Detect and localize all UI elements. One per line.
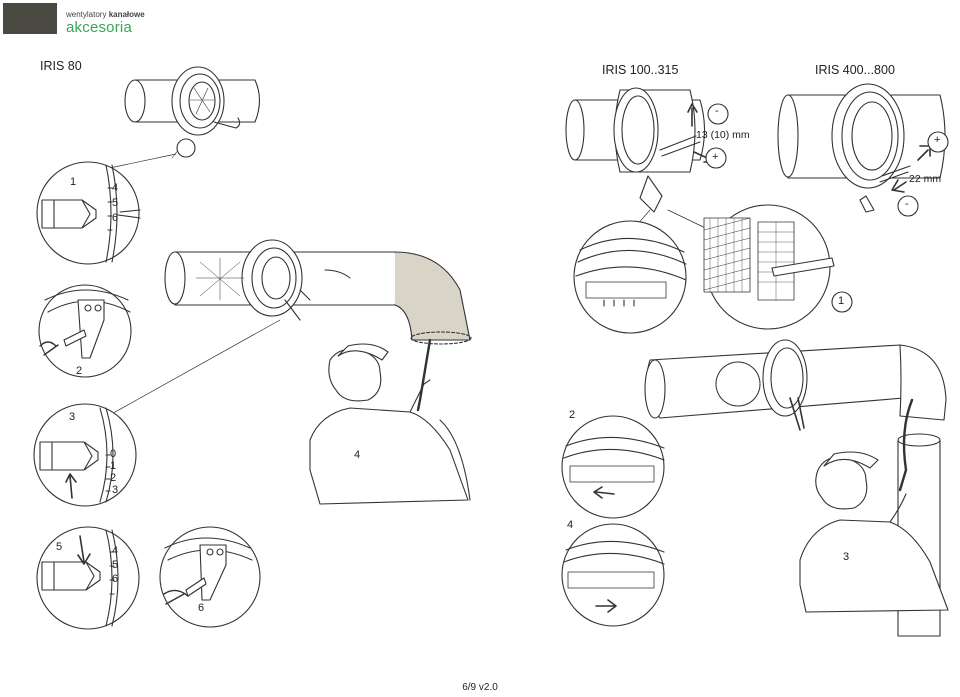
step-number-1: 1	[70, 176, 77, 188]
brand-tagline: wentylatory kanałowe	[66, 10, 145, 19]
title-iris400: IRIS 400...800	[815, 63, 895, 77]
step-number-1: 1	[838, 295, 845, 307]
step-number-2: 2	[569, 409, 576, 421]
dial-detail-circle	[573, 220, 687, 334]
scale-value: 4	[112, 545, 119, 557]
step-number-3: 3	[69, 411, 76, 423]
page-number: 6/9 v2.0	[462, 682, 498, 693]
detail-circle-r2	[561, 415, 665, 519]
scale-value: 5	[112, 197, 119, 209]
scale-value: 5	[112, 559, 119, 571]
step-number-6: 6	[198, 602, 205, 614]
scale-value: 2	[110, 472, 117, 484]
plus-sign: +	[712, 151, 719, 163]
measure-iris100: 13 (10) mm	[696, 129, 750, 141]
minus-sign: -	[905, 198, 909, 210]
iris80-installation-drawing	[164, 239, 472, 505]
iris100-installation-drawing	[644, 339, 949, 637]
minus-sign: -	[715, 105, 719, 117]
scale-value: 3	[112, 484, 119, 496]
iris400-duct-drawing	[777, 83, 949, 217]
iris100-duct-drawing	[565, 87, 729, 213]
title-iris100: IRIS 100..315	[602, 63, 679, 77]
iris80-duct-drawing	[124, 66, 261, 159]
detail-circle-6	[159, 526, 261, 628]
step-number-5: 5	[56, 541, 63, 553]
detail-circle-5	[36, 526, 140, 630]
plus-sign: +	[934, 134, 941, 146]
measure-iris400: 22 mm	[909, 173, 942, 185]
title-iris80: IRIS 80	[40, 59, 82, 73]
brand-logo-block	[3, 3, 57, 34]
step-number-4: 4	[567, 519, 574, 531]
step-number-3: 3	[843, 551, 850, 563]
detail-circle-r4	[561, 523, 665, 627]
detail-circle-3	[33, 403, 137, 507]
detail-circle-1	[36, 161, 141, 265]
scale-value: 0	[110, 448, 117, 460]
detail-circle-2	[38, 284, 132, 378]
chart-detail-circle	[703, 204, 853, 330]
scale-value: 6	[112, 212, 119, 224]
step-number-2: 2	[76, 365, 83, 377]
step-number-4: 4	[354, 449, 361, 461]
scale-value: 1	[110, 460, 117, 472]
scale-value: 6	[112, 573, 119, 585]
brand-title: akcesoria	[66, 19, 132, 36]
scale-value: 4	[112, 182, 119, 194]
